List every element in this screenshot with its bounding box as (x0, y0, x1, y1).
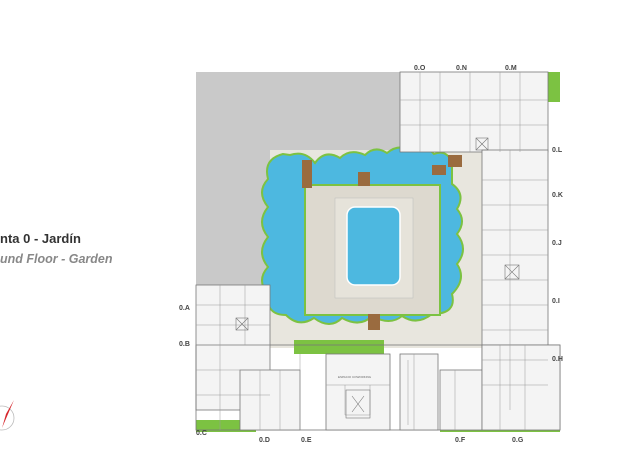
unit-label: 0.C (196, 430, 207, 437)
unit-label: 0.H (552, 356, 563, 363)
unit-label: 0.F (455, 437, 466, 444)
central-pool (346, 206, 401, 286)
unit-label: 0.K (552, 192, 563, 199)
plan-title: nta 0 - Jardín (0, 231, 81, 246)
plan-subtitle: und Floor - Garden (0, 252, 113, 266)
unit-label: 0.B (179, 341, 190, 348)
unit-label: 0.L (552, 147, 563, 154)
unit-label: 0.N (456, 65, 467, 72)
unit-label: 0.G (512, 437, 524, 444)
compass-logo (0, 400, 15, 431)
unit-label: 0.D (259, 437, 270, 444)
unit-label: 0.O (414, 65, 426, 72)
stair-core (235, 137, 520, 419)
interior-walls (196, 72, 548, 430)
unit-label: 0.E (301, 437, 312, 444)
coworking-label: ESPACIO COWORKING (338, 375, 372, 379)
unit-label: 0.I (552, 298, 560, 305)
unit-label: 0.A (179, 305, 190, 312)
unit-label: 0.M (505, 65, 517, 72)
wooden-decks (302, 155, 462, 330)
unit-label: 0.J (552, 240, 562, 247)
